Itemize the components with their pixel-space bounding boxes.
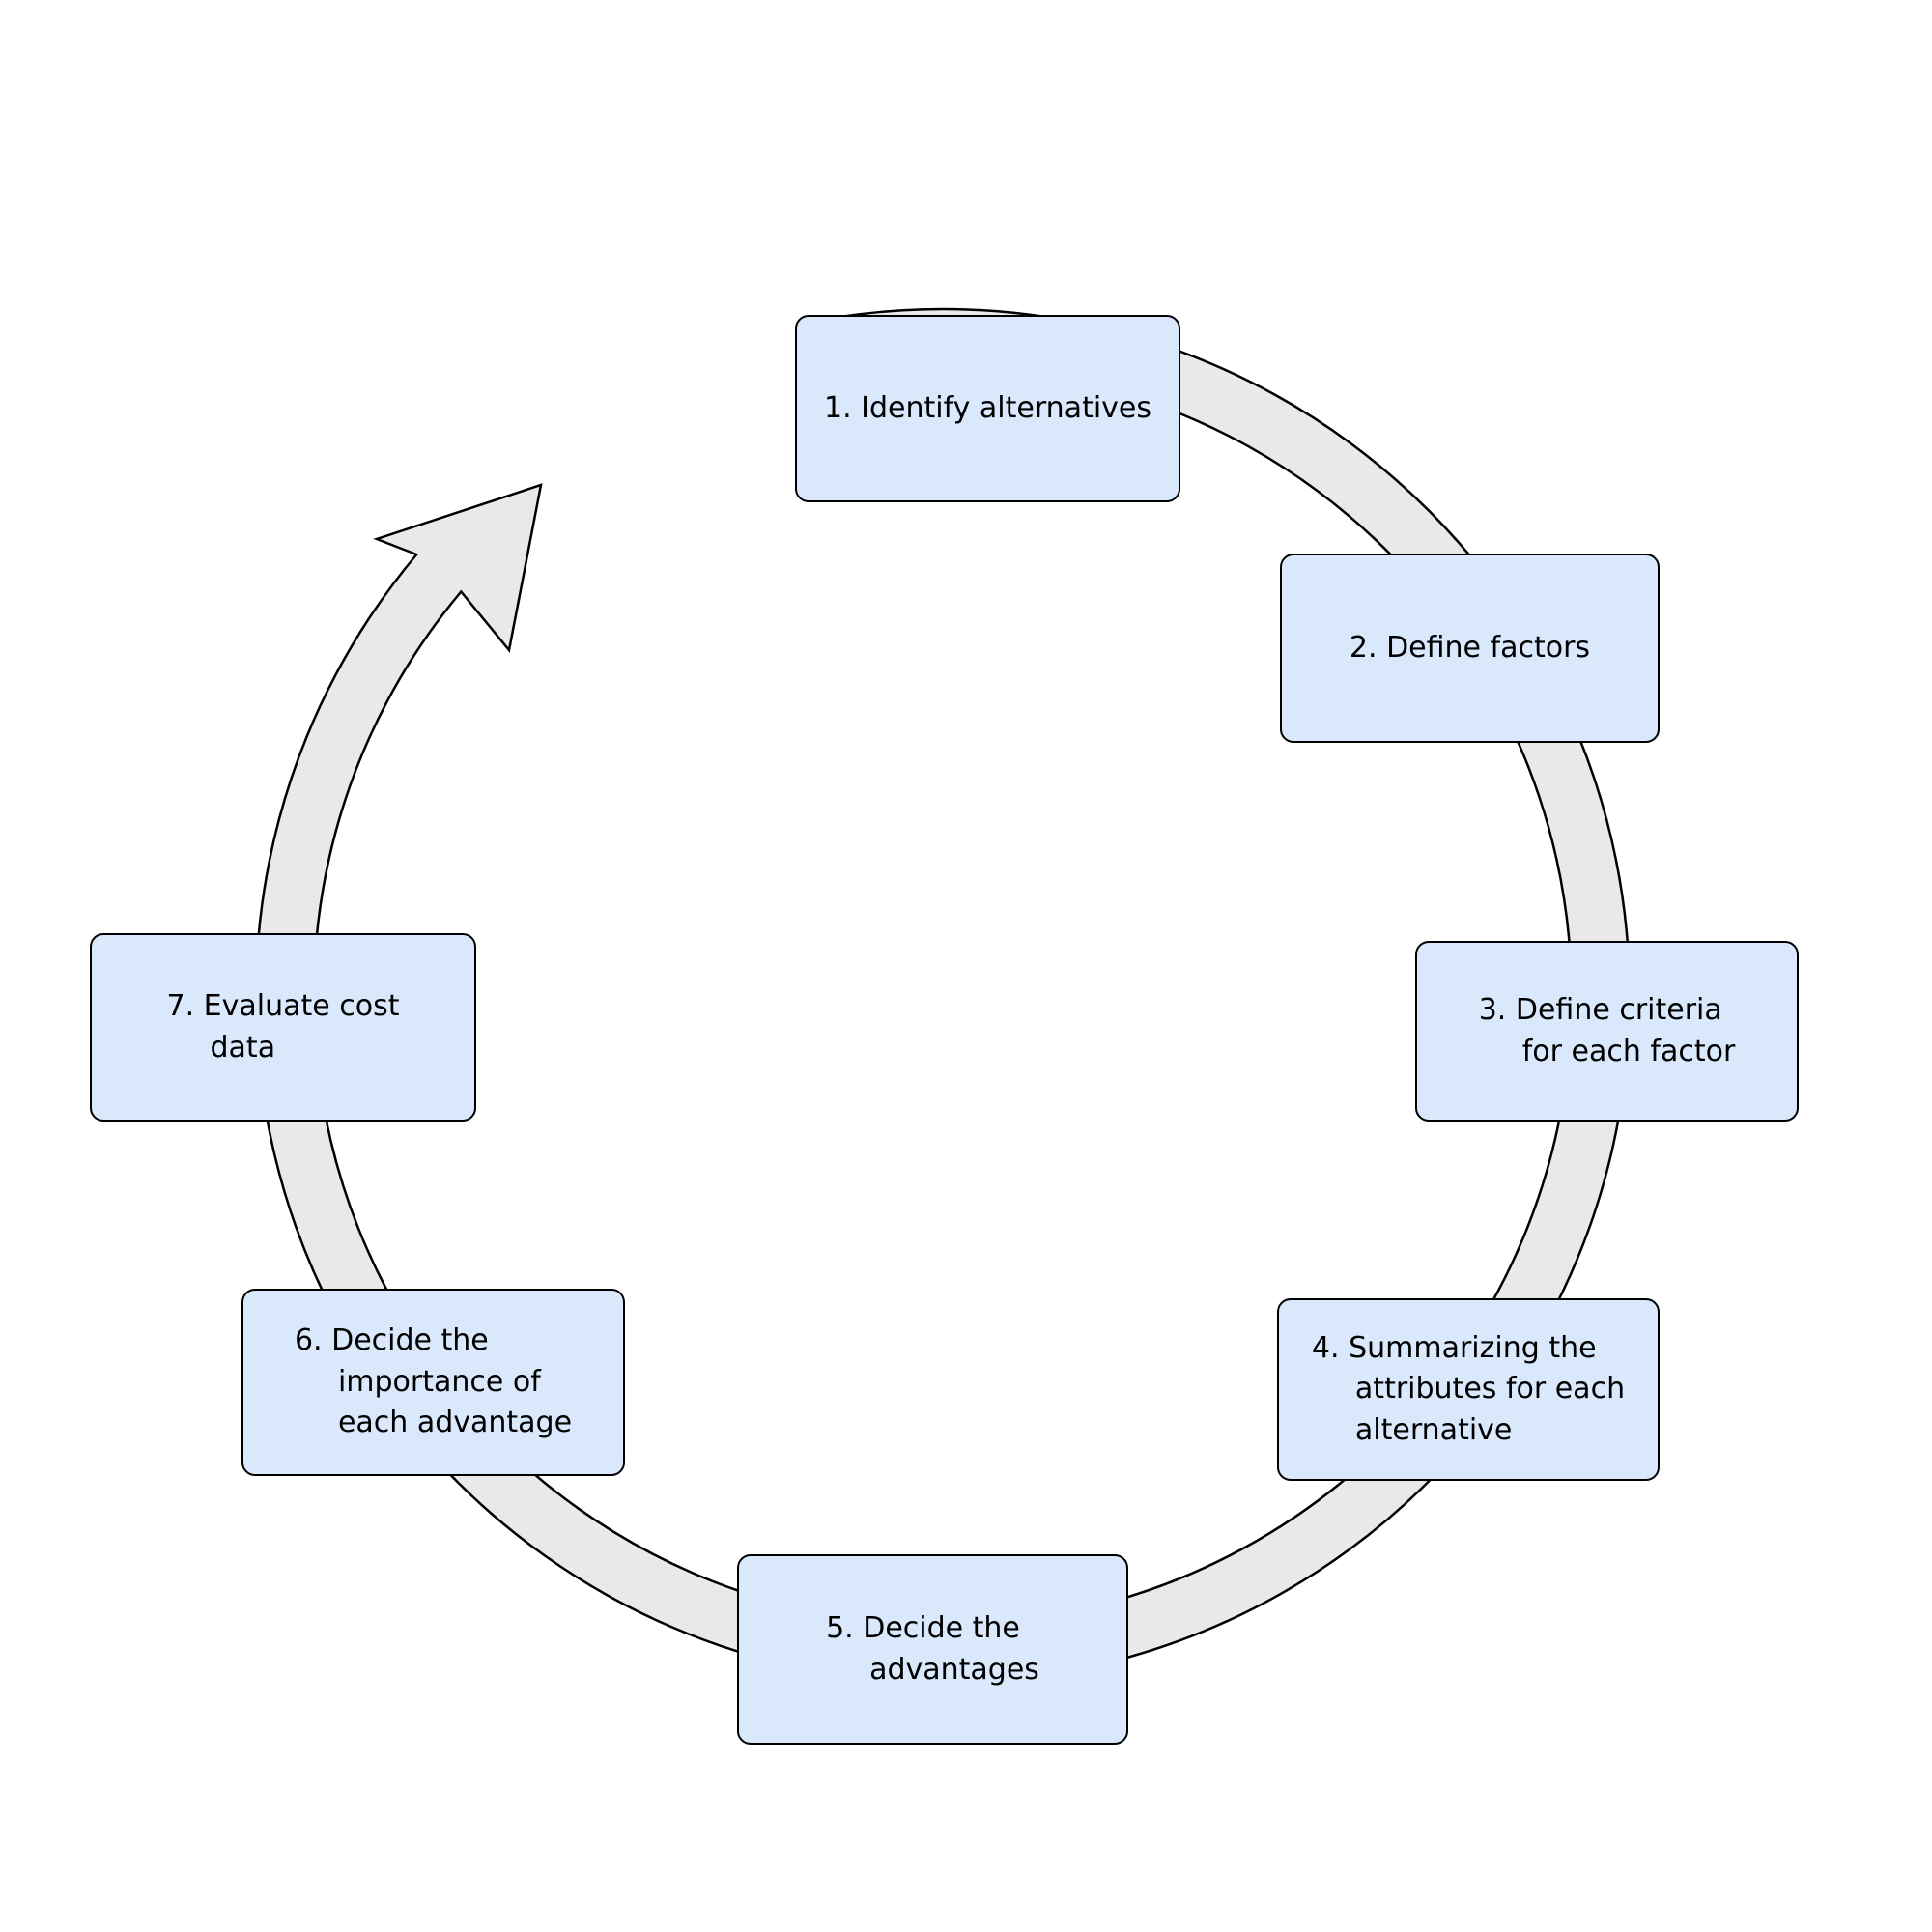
step-label-6: 6. Decide the importance of each advanta… [294, 1323, 573, 1440]
step-box-6-decide-importance: 6. Decide the importance of each advanta… [242, 1289, 625, 1476]
step-box-3-define-criteria: 3. Define criteria for each factor [1415, 941, 1799, 1122]
step-label-3: 3. Define criteria for each factor [1478, 992, 1736, 1068]
step-box-2-define-factors: 2. Define factors [1280, 554, 1660, 743]
step-label-5: 5. Decide the advantages [826, 1610, 1039, 1687]
step-box-4-summarizing-attributes: 4. Summarizing the attributes for each a… [1277, 1298, 1660, 1481]
step-label-7: 7. Evaluate cost data [166, 988, 400, 1065]
step-label-4: 4. Summarizing the attributes for each a… [1311, 1330, 1626, 1447]
step-label-2: 2. Define factors [1349, 630, 1591, 665]
step-box-7-evaluate-cost-data: 7. Evaluate cost data [90, 933, 476, 1122]
step-label-1: 1. Identify alternatives [823, 390, 1152, 425]
step-box-1-identify-alternatives: 1. Identify alternatives [795, 315, 1180, 502]
step-box-5-decide-advantages: 5. Decide the advantages [737, 1554, 1128, 1745]
